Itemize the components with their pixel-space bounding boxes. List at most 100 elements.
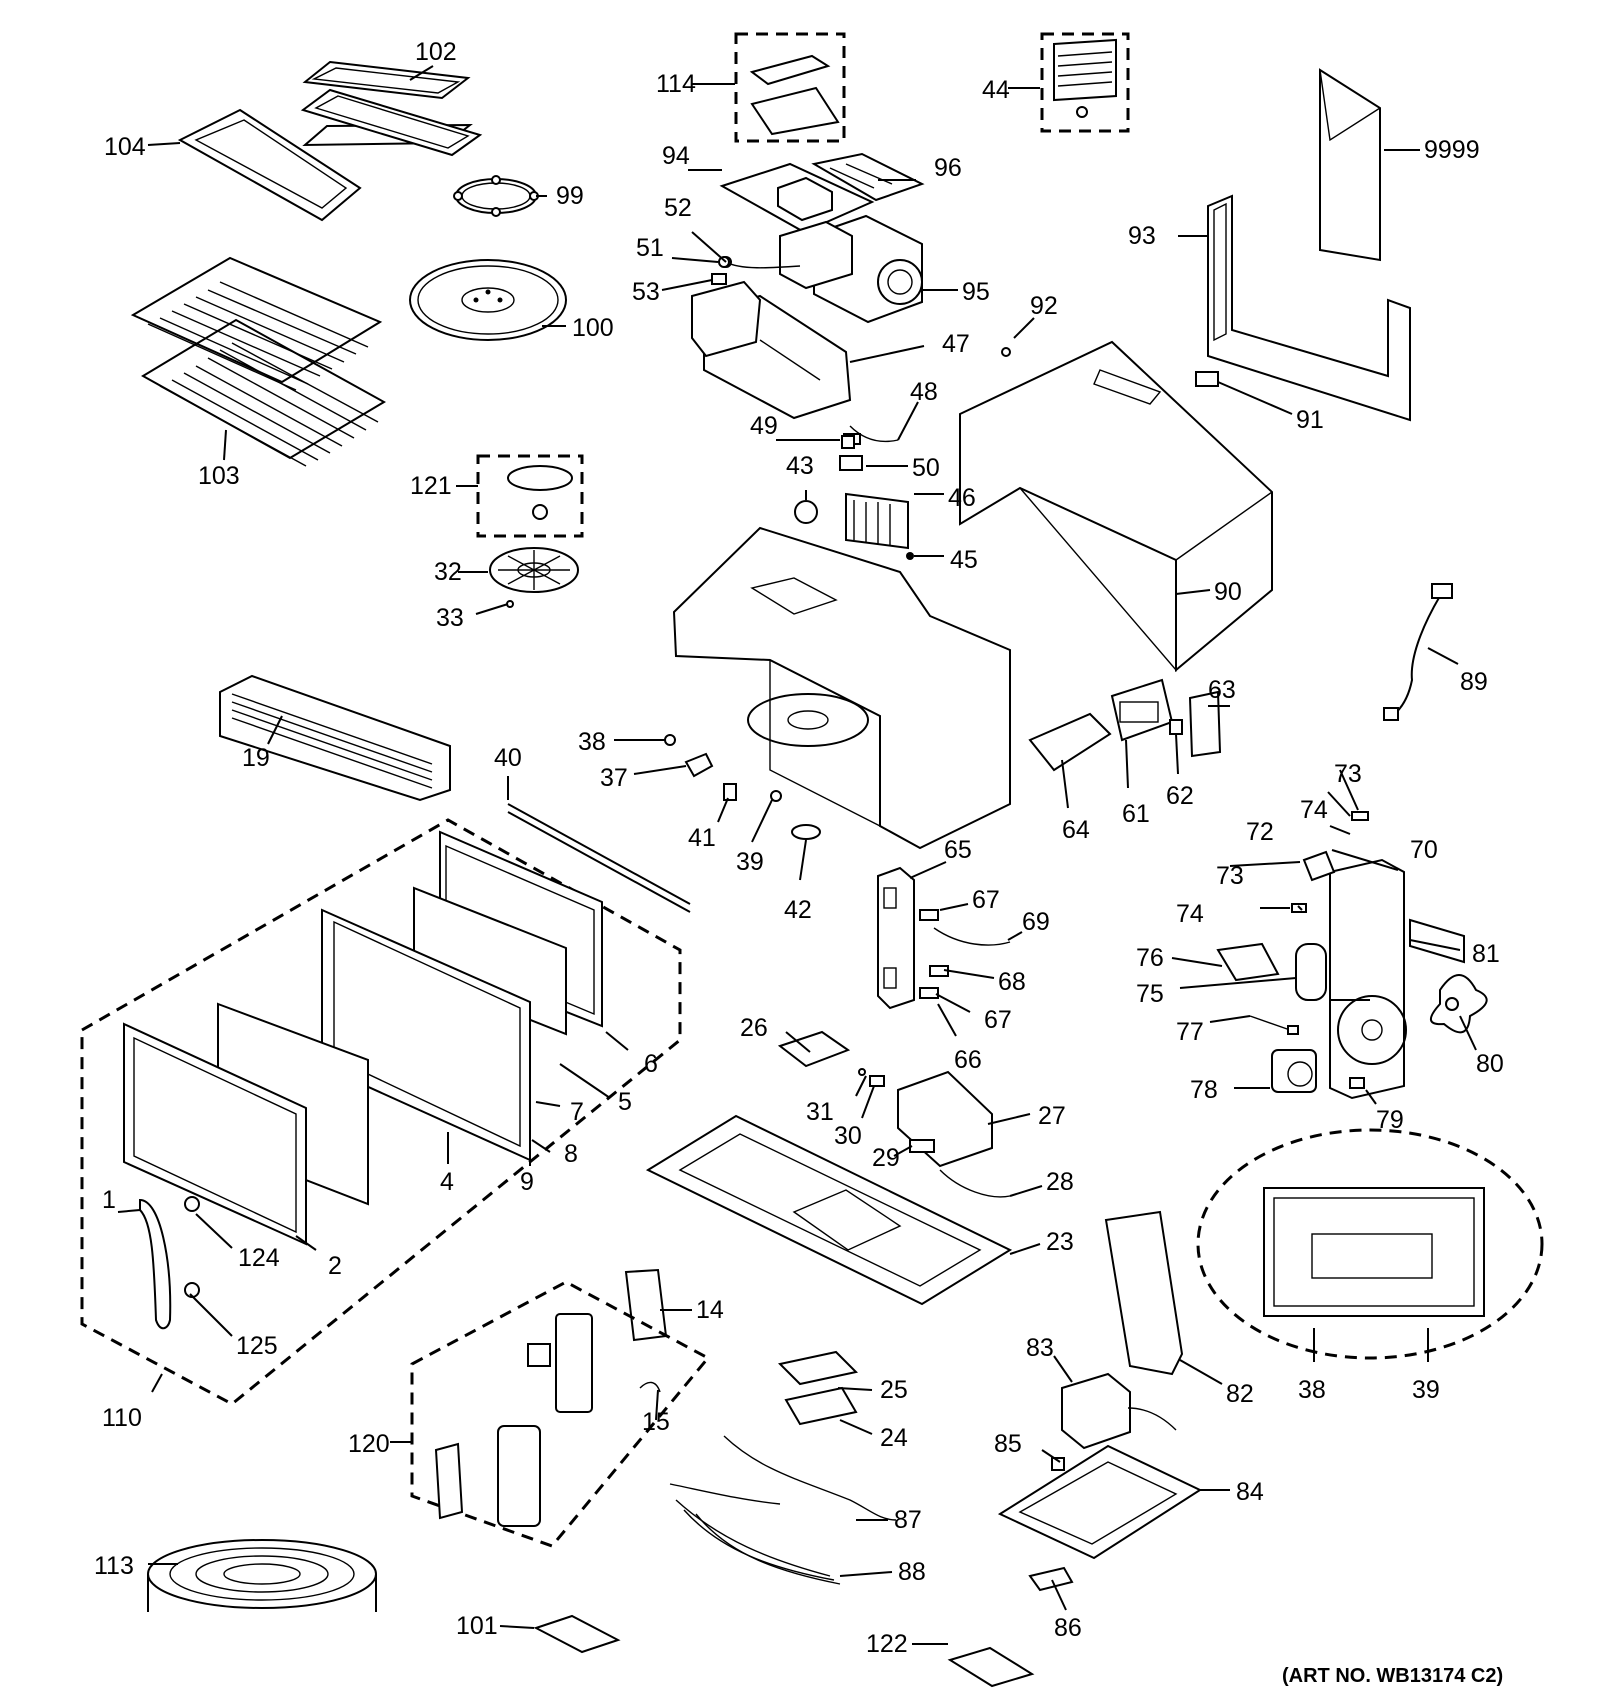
capacitor-75 [1295, 943, 1327, 1001]
part-label-6: 6 [644, 1050, 658, 1078]
part-label-114: 114 [656, 70, 696, 98]
part-label-67: 67 [972, 886, 1000, 914]
glass-turntable-100 [409, 259, 567, 341]
part-label-29: 29 [872, 1144, 900, 1172]
thermostat-62 [1169, 719, 1183, 735]
air-duct-64 [1028, 712, 1112, 772]
part-label-102: 102 [415, 38, 457, 66]
stirrer-blade-32 [489, 547, 579, 593]
part-label-79: 79 [1376, 1106, 1404, 1134]
part-label-122: 122 [866, 1630, 908, 1658]
part-label-43: 43 [786, 452, 814, 480]
part-label-74b: 74 [1176, 900, 1204, 928]
switch-79 [1349, 1077, 1365, 1089]
part-label-40: 40 [494, 744, 522, 772]
screw-74b [1329, 825, 1351, 835]
part-label-14: 14 [696, 1296, 724, 1324]
part-label-1: 1 [102, 1186, 116, 1214]
part-label-121: 121 [410, 472, 452, 500]
wire-28 [939, 1169, 1011, 1198]
part-label-7: 7 [570, 1098, 584, 1126]
part-label-9: 9 [520, 1168, 534, 1196]
part-label-66: 66 [954, 1046, 982, 1074]
spring-15 [639, 1381, 661, 1393]
part-label-89: 89 [1460, 668, 1488, 696]
oven-rack-103 [130, 256, 387, 467]
part-label-39: 39 [736, 848, 764, 876]
vent-grille-19 [219, 674, 451, 802]
part-label-47: 47 [942, 330, 970, 358]
part-label-78: 78 [1190, 1076, 1218, 1104]
part-label-68: 68 [998, 968, 1026, 996]
screw-45 [906, 552, 914, 560]
part-label-91: 91 [1296, 406, 1324, 434]
fan-motor-bracket-70 [1329, 858, 1407, 1100]
screw-92 [1001, 347, 1011, 357]
part-label-28: 28 [1046, 1168, 1074, 1196]
part-label-44: 44 [982, 76, 1010, 104]
part-label-70: 70 [1410, 836, 1438, 864]
part-label-50: 50 [912, 454, 940, 482]
wire-69 [933, 927, 1011, 946]
bracket-53 [711, 273, 727, 285]
control-board-14 [624, 1268, 668, 1342]
choke-strip-40 [507, 803, 691, 905]
part-label-81: 81 [1472, 940, 1500, 968]
part-label-125: 125 [236, 1332, 278, 1360]
part-label-72: 72 [1246, 818, 1274, 846]
part-label-82: 82 [1226, 1380, 1254, 1408]
power-cord-89 [1383, 583, 1453, 721]
part-label-90: 90 [1214, 578, 1242, 606]
part-label-93: 93 [1128, 222, 1156, 250]
detail-view-38-39 [1196, 1128, 1544, 1360]
turntable-motor-42 [791, 824, 821, 840]
thermal-fuse-63 [1188, 690, 1222, 758]
owner-manual-9999 [1319, 68, 1381, 262]
part-label-73b: 73 [1216, 862, 1244, 890]
turntable-coupler-kit-121 [476, 454, 584, 538]
charcoal-filter-102 [300, 60, 483, 157]
inlet-cover-82 [1104, 1210, 1184, 1376]
sensor-49 [841, 435, 855, 449]
part-label-85: 85 [994, 1430, 1022, 1458]
part-label-49: 49 [750, 412, 778, 440]
air-guide-94 [719, 162, 875, 234]
part-label-69: 69 [1022, 908, 1050, 936]
part-label-96: 96 [934, 154, 962, 182]
part-label-33: 33 [436, 604, 464, 632]
part-label-9999: 9999 [1424, 136, 1480, 164]
part-label-88: 88 [898, 1558, 926, 1586]
bottom-plate-23 [645, 1114, 1013, 1306]
part-label-86: 86 [1054, 1614, 1082, 1642]
part-label-83: 83 [1026, 1334, 1054, 1362]
bracket-81 [1409, 918, 1465, 964]
vent-motor-bracket-47 [691, 280, 852, 420]
part-label-113: 113 [94, 1552, 134, 1580]
sensor-30 [869, 1075, 885, 1087]
bracket-26 [777, 1030, 851, 1068]
part-label-38: 38 [578, 728, 606, 756]
fan-blade-80 [1430, 974, 1488, 1034]
turntable-roller-ring-99 [453, 175, 539, 217]
part-label-74: 74 [1300, 796, 1328, 824]
part-label-15: 15 [642, 1408, 670, 1436]
part-label-30: 30 [834, 1122, 862, 1150]
part-label-39b: 39 [1412, 1376, 1440, 1404]
part-labels: 102 104 99 100 103 114 44 9999 93 94 96 … [94, 38, 1504, 1658]
light-lens-25 [777, 1350, 859, 1386]
part-label-31: 31 [806, 1098, 834, 1126]
part-label-76: 76 [1136, 944, 1164, 972]
part-label-120: 120 [348, 1430, 390, 1458]
door-latch-assembly-65 [877, 866, 915, 1010]
leader-lines [117, 65, 1477, 1645]
wire-harness-87 [669, 1435, 897, 1521]
part-label-101: 101 [456, 1612, 498, 1640]
part-label-4: 4 [440, 1168, 454, 1196]
bracket-37 [684, 752, 714, 778]
grommet-38 [664, 734, 676, 746]
capacitor-72 [1302, 850, 1336, 882]
motor-43 [794, 500, 818, 524]
part-label-63: 63 [1208, 676, 1236, 704]
part-label-92: 92 [1030, 292, 1058, 320]
